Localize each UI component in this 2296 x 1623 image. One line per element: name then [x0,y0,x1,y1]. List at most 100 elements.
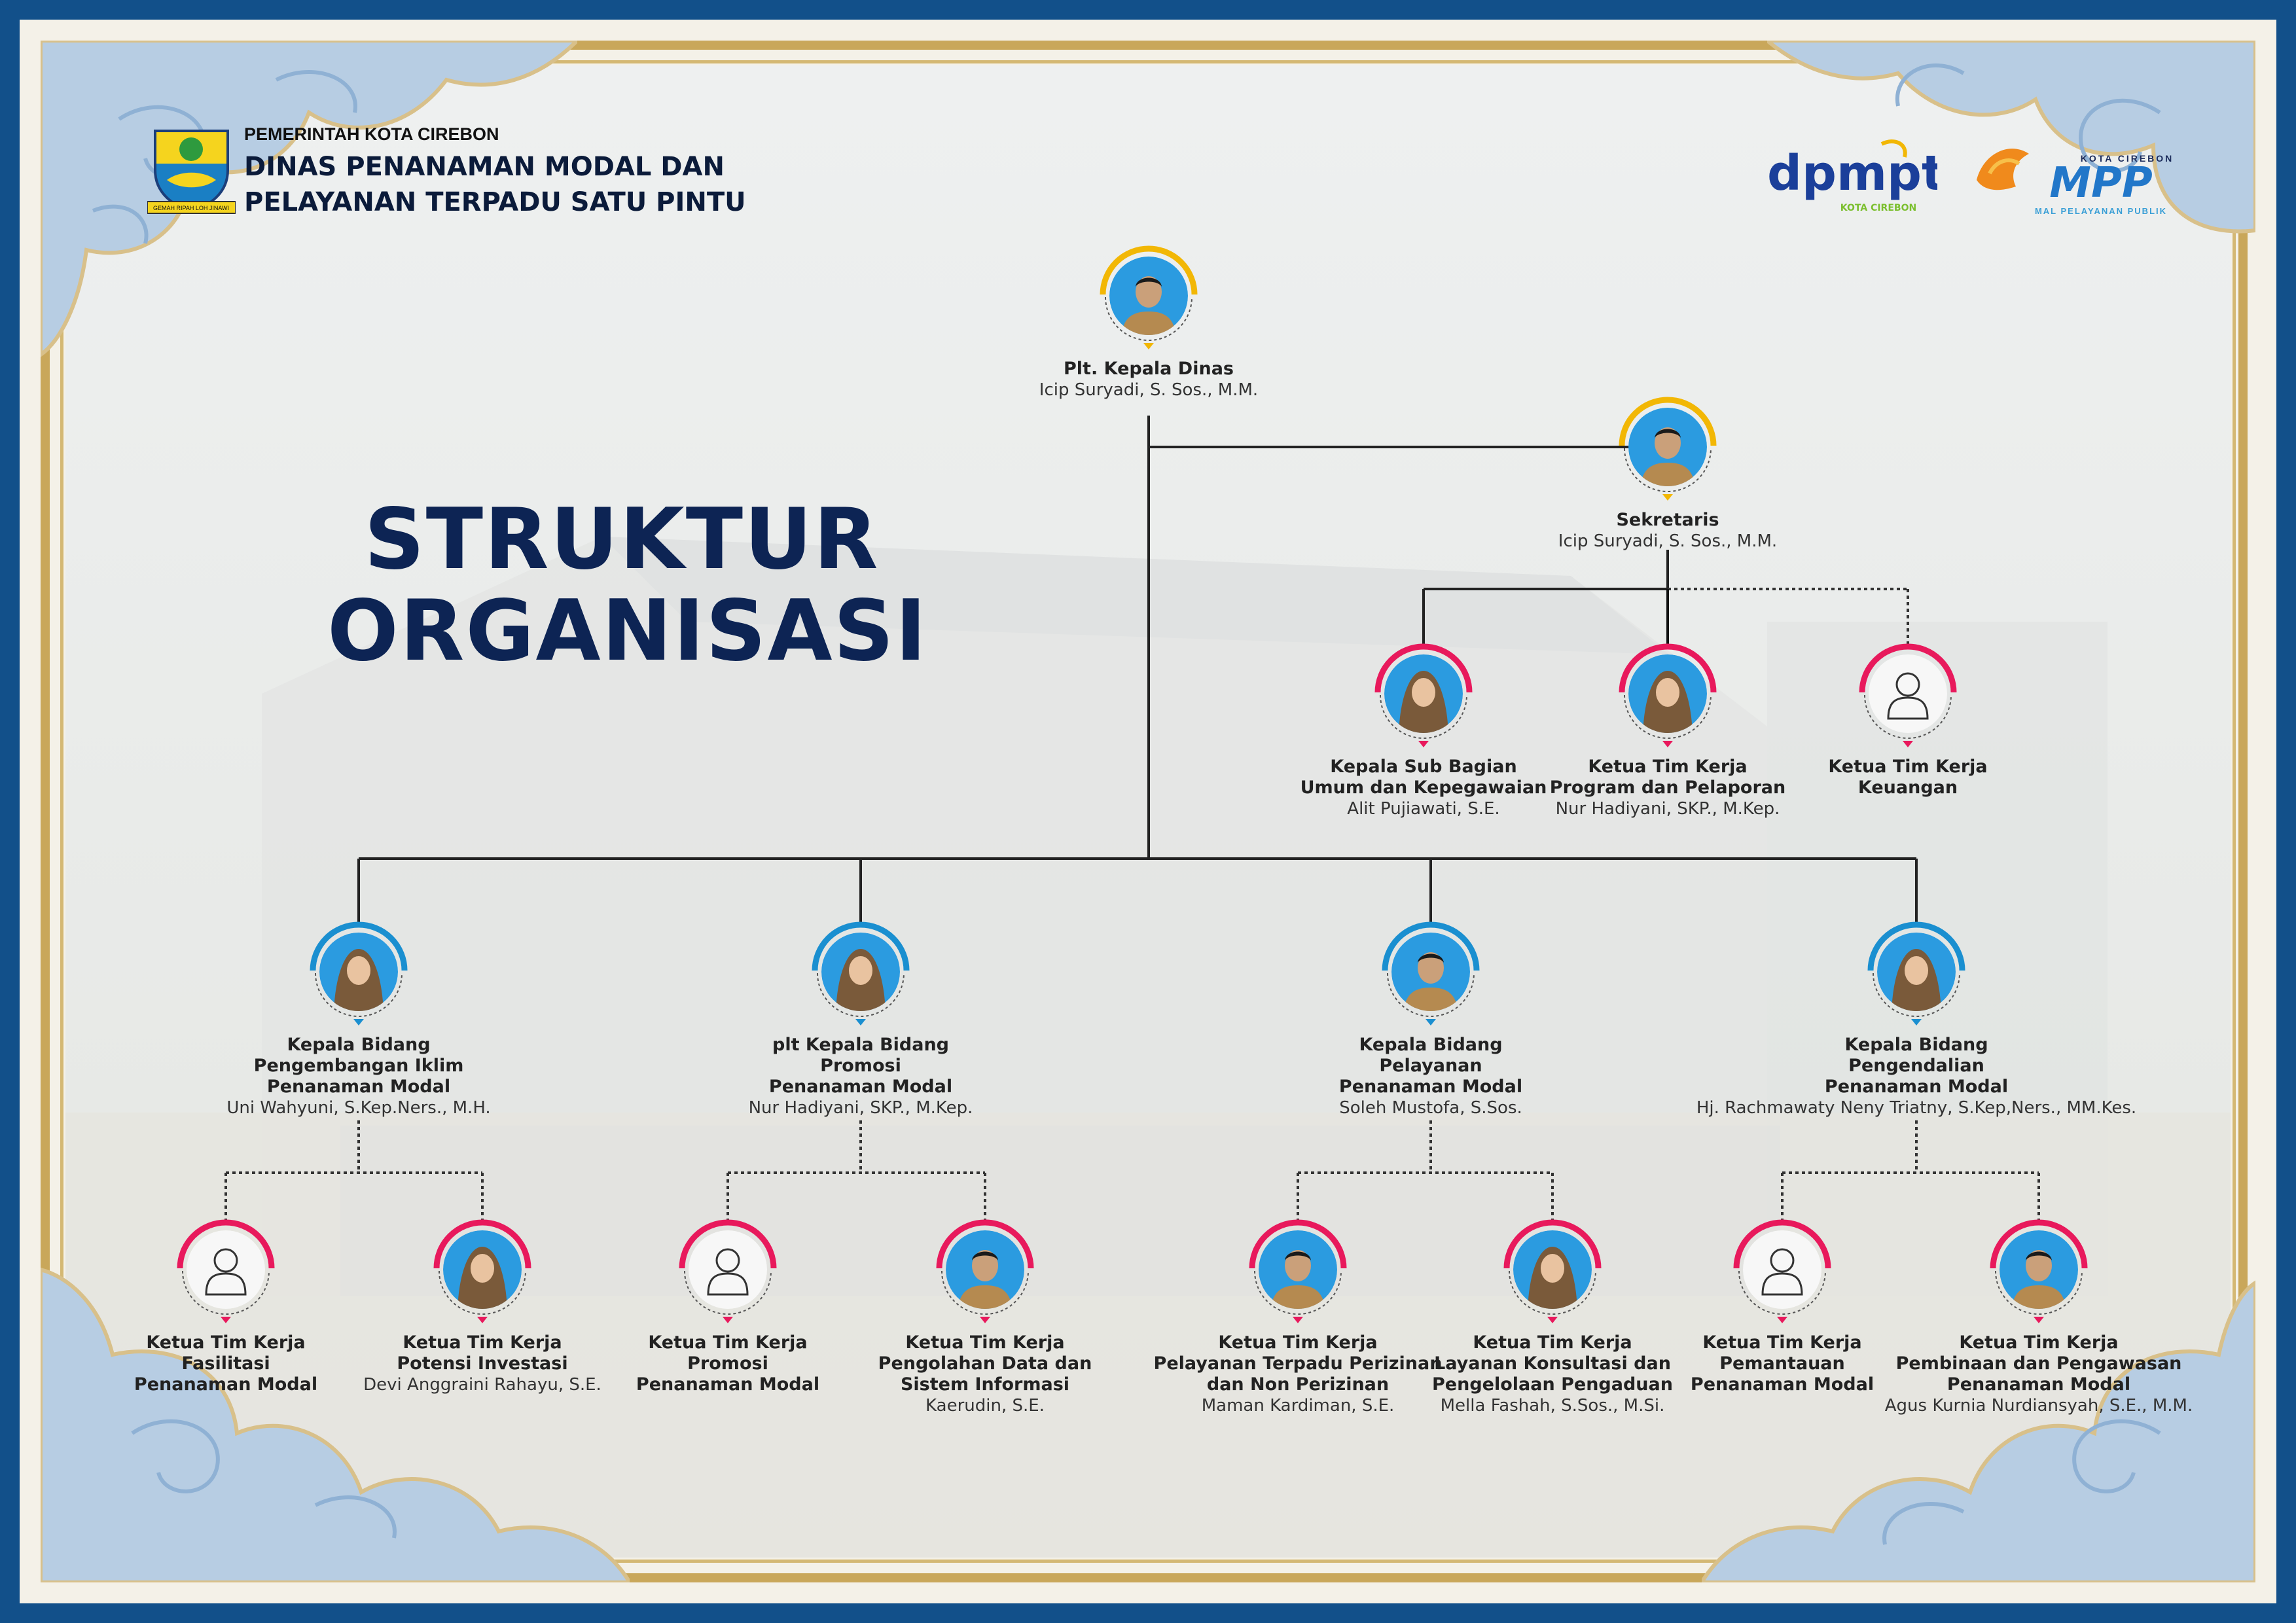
avatar [934,1217,1036,1329]
node-sekretaris: Sekretaris Icip Suryadi, S. Sos., M.M. [1484,395,1851,552]
avatar-ring-dashed [439,1270,526,1315]
avatar-ring-arc [1100,245,1198,295]
inner-gold-border [60,60,2236,1563]
avatar-ring-dashed [684,1270,772,1315]
avatar [1372,641,1475,753]
mpp-logo-text: MPP [2049,159,2153,207]
person-photo [443,1230,522,1309]
person-photo [1259,1230,1337,1309]
avatar-ring-dashed [315,972,403,1017]
person-photo [1628,408,1707,486]
avatar-ring-arc [936,1219,1034,1269]
building-background-image [65,65,2231,1558]
avatar-pointer [1143,343,1154,349]
avatar [1247,1217,1349,1329]
avatar [1865,919,1967,1031]
agency-name: DINAS PENANAMAN MODAL DAN PELAYANAN TERP… [244,149,746,220]
avatar [1617,641,1719,753]
avatar [175,1217,277,1329]
avatar-badge-icon [1733,1219,1831,1323]
avatar-badge-icon [679,1219,777,1323]
role-label: Ketua Tim Kerja Pelayanan Terpadu Perizi… [1153,1332,1443,1395]
avatar-ring-dashed [1624,694,1712,739]
node-bidang-promosi: plt Kepala Bidang Promosi Penanaman Moda… [677,919,1044,1118]
avatar [1098,243,1200,355]
node-tim-potensi-investasi: Ketua Tim Kerja Potensi Investasi Devi A… [325,1217,639,1395]
role-label: Ketua Tim Kerja Promosi Penanaman Modal [636,1332,820,1395]
avatar-ring-arc [177,1219,275,1269]
avatar-pointer [477,1317,488,1323]
person-name: Devi Anggraini Rahayu, S.E. [363,1375,601,1395]
avatar [1731,1217,1833,1329]
user-placeholder-icon [689,1230,767,1309]
user-placeholder-icon [1869,654,1947,733]
person-name: Agus Kurnia Nurdiansyah, S.E., M.M. [1884,1396,2193,1416]
person-photo [1384,654,1463,733]
node-kasubag-umum: Kepala Sub Bagian Umum dan Kepegawaian A… [1240,641,1607,819]
role-label: Kepala Bidang Pengembangan Iklim Penanam… [253,1035,464,1097]
avatar-badge-icon [310,921,408,1026]
role-label: Ketua Tim Kerja Program dan Pelaporan [1549,757,1786,798]
node-bidang-pengembangan: Kepala Bidang Pengembangan Iklim Penanam… [175,919,542,1118]
avatar-ring-arc [1990,1219,2088,1269]
agency-name-line2: PELAYANAN TERPADU SATU PINTU [244,187,746,217]
person-photo [1877,933,1956,1011]
avatar-pointer [1911,1019,1922,1026]
person-name: Mella Fashah, S.Sos., M.Si. [1440,1396,1665,1416]
role-label: Ketua Tim Kerja Fasilitasi Penanaman Mod… [134,1332,318,1395]
avatar-ring-arc [433,1219,531,1269]
avatar-ring-dashed [1387,972,1475,1017]
avatar-badge-icon [1619,643,1717,747]
avatar-badge-icon [1374,643,1473,747]
role-label: Sekretaris [1616,510,1719,530]
avatar-ring-arc [1619,397,1717,446]
avatar-ring-dashed [1624,448,1712,492]
avatar-pointer [1426,1019,1436,1026]
person-photo [1513,1230,1592,1309]
avatar-ring-arc [1249,1219,1347,1269]
person-name: Icip Suryadi, S. Sos., M.M. [1558,531,1778,551]
person-name: Hj. Rachmawaty Neny Triatny, S.Kep,Ners.… [1696,1098,2137,1118]
dpmptsp-logo-sub: KOTA CIREBON [1840,203,1916,213]
avatar-pointer [980,1317,990,1323]
avatar-pointer [1662,494,1673,501]
avatar-ring-dashed [1105,296,1193,341]
person-photo [821,933,900,1011]
avatar-badge-icon [177,1219,275,1323]
avatar-ring-arc [1867,921,1965,971]
avatar-pointer [1547,1317,1558,1323]
avatar [308,919,410,1031]
avatar [431,1217,533,1329]
role-label: Ketua Tim Kerja Pemantauan Penanaman Mod… [1690,1332,1874,1395]
crest-motto: GEMAH RIPAH LOH JINAWI [153,205,229,211]
avatar-badge-icon [1619,397,1717,501]
avatar-badge-icon [1503,1219,1602,1323]
avatar-pointer [1293,1317,1303,1323]
person-photo [946,1230,1024,1309]
page-title-line1: STRUKTUR [364,491,880,588]
dpmptsp-logo: dpmptsp KOTA CIREBON [1767,139,1937,213]
person-name: Maman Kardiman, S.E. [1201,1396,1395,1416]
role-label: Kepala Sub Bagian Umum dan Kepegawaian [1300,757,1547,798]
avatar-badge-icon [936,1219,1034,1323]
avatar-ring-arc [812,921,910,971]
role-label: Kepala Bidang Pengendalian Penanaman Mod… [1824,1035,2009,1097]
avatar-badge-icon [1100,245,1198,349]
avatar-ring-dashed [1738,1270,1826,1315]
person-name: Uni Wahyuni, S.Kep.Ners., M.H. [226,1098,491,1118]
mpp-logo-sub: MAL PELAYANAN PUBLIK [2035,206,2167,216]
person-name: Icip Suryadi, S. Sos., M.M. [1039,380,1259,400]
cloud-ornament-bottom-left [41,1267,630,1582]
avatar-badge-icon [812,921,910,1026]
avatar-ring-arc [1503,1219,1602,1269]
node-tim-keuangan: Ketua Tim Kerja Keuangan [1725,641,2091,798]
role-label: Kepala Bidang Pelayanan Penanaman Modal [1338,1035,1523,1097]
avatar-pointer [221,1317,231,1323]
avatar-pointer [353,1019,364,1026]
avatar [810,919,912,1031]
avatar-ring-dashed [1995,1270,2083,1315]
avatar-pointer [723,1317,733,1323]
avatar-ring-arc [1733,1219,1831,1269]
avatar-badge-icon [1990,1219,2088,1323]
